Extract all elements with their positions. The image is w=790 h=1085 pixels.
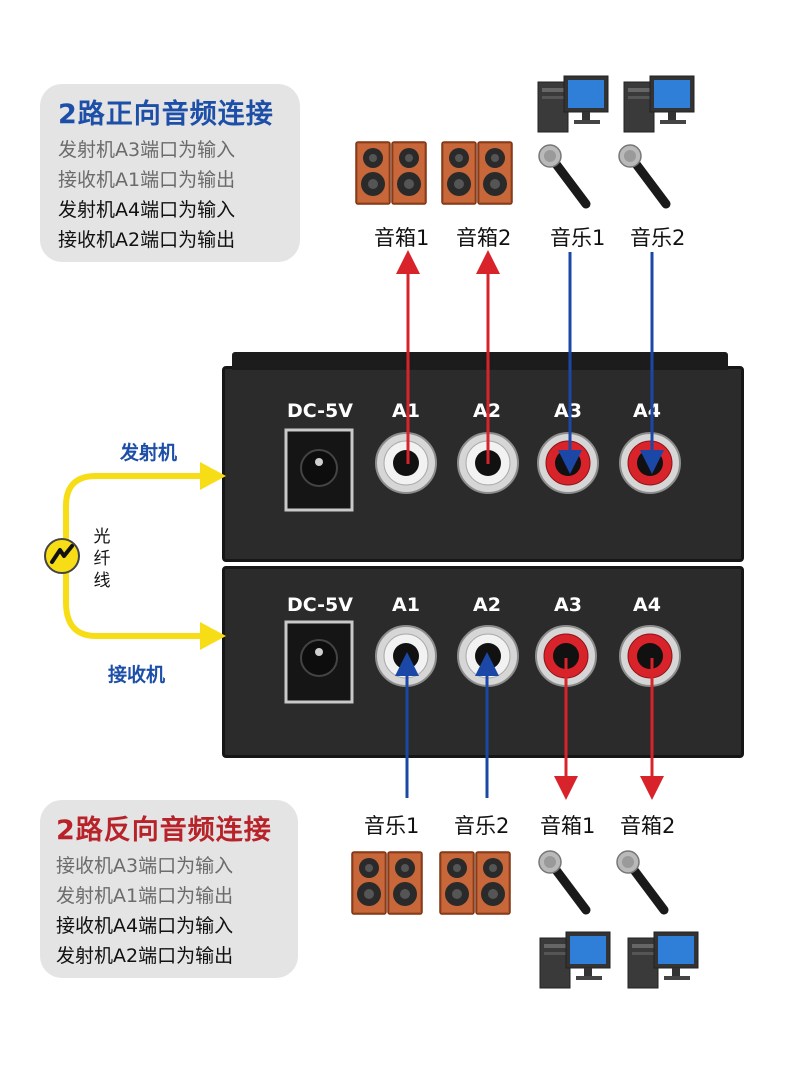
tx-a1-label: A1 (392, 400, 420, 422)
forward-line-3: 发射机A4端口为输入 (58, 199, 236, 221)
top-label-music-1: 音乐1 (550, 226, 606, 250)
fiber-label: 光 纤 线 (92, 526, 112, 592)
top-label-speaker-1: 音箱1 (374, 226, 430, 250)
tx-a1-jack (375, 432, 437, 494)
forward-line-2: 接收机A1端口为输出 (58, 169, 236, 191)
bottom-microphone-icon-1 (539, 851, 586, 910)
bottom-speaker-icon-1 (351, 851, 423, 915)
reverse-line-1: 接收机A3端口为输入 (56, 855, 234, 877)
bottom-computer-icon-2 (627, 931, 699, 989)
bottom-label-speaker-1: 音箱1 (540, 814, 596, 838)
transmitter-top-cover (232, 352, 728, 370)
rx-a4-label: A4 (633, 594, 661, 616)
receiver-label: 接收机 (108, 664, 166, 686)
reverse-title: 2路反向音频连接 (56, 815, 272, 846)
fiber-connector-icon (44, 538, 80, 574)
top-microphone-icon-1 (539, 145, 586, 204)
reverse-line-2: 发射机A1端口为输出 (56, 885, 234, 907)
bottom-microphone-icon-2 (617, 851, 664, 910)
top-computer-icon-1 (537, 75, 609, 133)
forward-title: 2路正向音频连接 (58, 99, 274, 130)
top-speaker-icon-1 (355, 141, 427, 205)
tx-a3-jack (537, 432, 599, 494)
reverse-line-4: 发射机A2端口为输出 (56, 945, 234, 967)
forward-line-4: 接收机A2端口为输出 (58, 229, 236, 251)
rx-a4-jack (619, 625, 681, 687)
rx-dc-jack (284, 620, 354, 704)
fiber-label-char-1: 光 (93, 527, 111, 547)
reverse-line-3: 接收机A4端口为输入 (56, 915, 234, 937)
fiber-label-char-3: 线 (93, 571, 111, 591)
tx-dc-jack (284, 428, 354, 512)
tx-a4-jack (619, 432, 681, 494)
rx-a3-label: A3 (554, 594, 582, 616)
top-computer-icon-2 (623, 75, 695, 133)
rx-a2-label: A2 (473, 594, 501, 616)
rx-dc-label: DC-5V (287, 594, 353, 616)
top-label-music-2: 音乐2 (630, 226, 686, 250)
fiber-cable (63, 462, 226, 650)
tx-dc-label: DC-5V (287, 400, 353, 422)
fiber-label-char-2: 纤 (93, 549, 111, 569)
bottom-label-music-2: 音乐2 (454, 814, 510, 838)
rx-a1-label: A1 (392, 594, 420, 616)
top-label-speaker-2: 音箱2 (456, 226, 512, 250)
forward-line-1: 发射机A3端口为输入 (58, 139, 236, 161)
top-microphone-icon-2 (619, 145, 666, 204)
transmitter-label: 发射机 (120, 442, 178, 464)
tx-a3-label: A3 (554, 400, 582, 422)
top-speaker-icon-2 (441, 141, 513, 205)
bottom-label-music-1: 音乐1 (364, 814, 420, 838)
bottom-computer-icon-1 (539, 931, 611, 989)
forward-connection-box: 2路正向音频连接 发射机A3端口为输入 接收机A1端口为输出 发射机A4端口为输… (40, 84, 300, 262)
reverse-connection-box: 2路反向音频连接 接收机A3端口为输入 发射机A1端口为输出 接收机A4端口为输… (40, 800, 298, 978)
tx-a4-label: A4 (633, 400, 661, 422)
bottom-label-speaker-2: 音箱2 (620, 814, 676, 838)
bottom-speaker-icon-2 (439, 851, 511, 915)
